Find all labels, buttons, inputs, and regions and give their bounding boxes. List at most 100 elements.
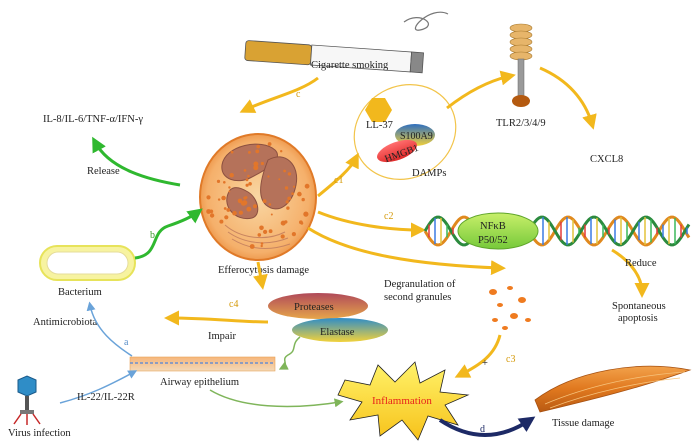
plus-label: +: [482, 358, 488, 369]
tlr-receptor-icon: [509, 23, 533, 107]
granule-dot: [257, 233, 262, 237]
granule-dot: [245, 178, 249, 182]
granule-dot: [253, 204, 257, 209]
antimicrobiota-label: Antimicrobiota: [33, 317, 97, 328]
granule-dot: [278, 178, 281, 181]
arrow-cell-to-cytokines: [92, 136, 181, 187]
granule-dot: [230, 150, 234, 154]
arrow-elastase-to-epithelium: [278, 336, 301, 370]
arrow-damps-to-tlr: [446, 70, 516, 110]
granule-dot: [263, 229, 268, 234]
granule-dot: [287, 196, 292, 201]
granule-dot: [286, 206, 290, 210]
granule-dot: [248, 151, 251, 154]
bacterium-label: Bacterium: [58, 287, 102, 298]
arrow-cell-to-nfkb: [317, 210, 426, 238]
arrow-smoking-to-cell: [239, 76, 319, 113]
tissue-damage-label: Tissue damage: [552, 418, 615, 429]
granule-dot: [262, 199, 267, 204]
granule-dot: [280, 234, 285, 239]
virus-label: Virus infection: [8, 428, 71, 439]
cytokines-label: IL-8/IL-6/TNF-α/IFN-γ: [43, 114, 143, 125]
granule-dot: [267, 142, 272, 146]
arrow-tlr-to-cxcl8: [539, 66, 597, 130]
granule-dot: [293, 185, 296, 188]
arrow-cell-to-damps: [317, 152, 359, 198]
step-b-label: b: [150, 230, 155, 241]
arrow-bacterium-to-cell: [134, 208, 203, 260]
granule-dot: [228, 190, 231, 193]
granule-dot: [237, 198, 243, 204]
granule-dot: [285, 200, 289, 204]
granule-dot: [248, 182, 252, 186]
proteases-pill: [268, 293, 368, 319]
granule-dot: [304, 183, 310, 189]
tlr-label: TLR2/3/4/9: [496, 118, 546, 129]
cxcl8-label: CXCL8: [590, 154, 623, 165]
efferocytosis-label: Efferocytosis damage: [218, 265, 309, 276]
granule-dot: [291, 192, 294, 196]
granule-dot: [287, 172, 292, 176]
arrow-proteases-to-antimicrobiota: [164, 310, 269, 326]
granule-dot: [224, 215, 229, 220]
step-c1-label: c1: [334, 175, 343, 186]
granule-dot: [216, 179, 221, 183]
granule-dot: [247, 174, 250, 178]
granule-dot: [260, 161, 264, 166]
p5052-label: P50/52: [478, 235, 508, 246]
proteases-label: Proteases: [294, 302, 334, 313]
granule-dot: [206, 209, 212, 214]
granule-dot: [209, 213, 215, 218]
granule-dot: [284, 186, 289, 190]
cigarette-label: Cigarette smoking: [311, 60, 389, 71]
epithelium-layer: [129, 356, 276, 372]
nfkb-label: NFκB: [480, 221, 506, 232]
airway-label: Airway epithelium: [160, 377, 239, 388]
elastase-label: Elastase: [320, 327, 355, 338]
virus-icon: [13, 375, 41, 425]
granule-dot: [303, 211, 309, 217]
s100a9-label: S100A9: [400, 131, 433, 142]
step-c-label: c: [296, 89, 301, 100]
granule-dot: [256, 144, 261, 149]
granule-dot: [300, 221, 304, 225]
granule-dot: [229, 173, 234, 178]
arrow-cell-to-degranulation: [307, 226, 506, 276]
inflammation-label: Inflammation: [372, 395, 432, 407]
granule-dot: [268, 203, 272, 206]
apoptosis-label: apoptosis: [618, 313, 658, 324]
granule-dot: [226, 208, 231, 212]
step-d-label: d: [480, 424, 485, 435]
arrow-granules-to-inflammation: [454, 334, 502, 378]
cigarette-icon: [244, 11, 449, 74]
cell-granules: [206, 142, 310, 249]
arrow-nfkb-to-apoptosis: [611, 248, 650, 298]
granule-dot: [249, 244, 255, 249]
granule-dot: [223, 181, 226, 184]
granule-dot: [243, 196, 247, 200]
granule-dot: [223, 207, 227, 210]
step-c3-label: c3: [506, 354, 515, 365]
release-label: Release: [87, 166, 120, 177]
elastase-pill: [292, 318, 388, 342]
degranulation-label-1: Degranulation of: [384, 279, 456, 290]
granule-dot: [221, 195, 226, 201]
granule-dot: [243, 169, 247, 172]
granule-dot: [260, 244, 263, 248]
granule-dot: [268, 229, 273, 234]
granule-dot: [217, 198, 221, 201]
step-c4-label: c4: [229, 299, 238, 310]
il22-label: IL-22/IL-22R: [77, 392, 135, 403]
granule-dot: [253, 161, 259, 167]
spontaneous-label: Spontaneous: [612, 301, 666, 312]
granule-dot: [284, 220, 288, 224]
arrow-epithelium-to-inflammation: [209, 389, 344, 408]
granule-dot: [267, 175, 270, 178]
granule-dot: [280, 150, 283, 153]
granule-dot: [283, 169, 286, 173]
granule-dot: [219, 219, 224, 224]
granule-dot: [255, 149, 260, 154]
bacterium-icon: [39, 245, 136, 281]
step-c2-label: c2: [384, 211, 393, 222]
